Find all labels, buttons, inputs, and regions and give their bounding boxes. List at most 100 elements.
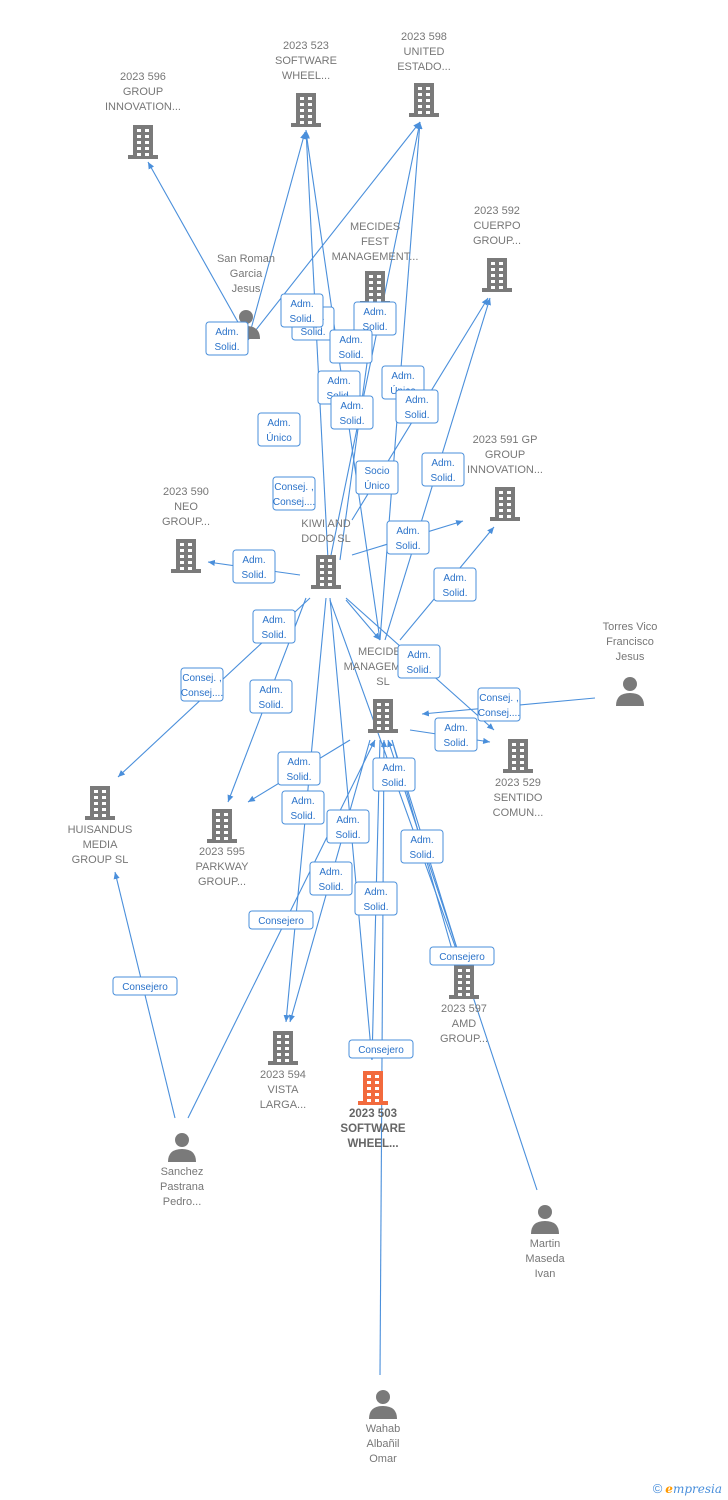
edge-tag-text: Adm.	[444, 723, 467, 734]
edge-tag[interactable]: Adm.Solid.	[372, 757, 416, 792]
edge-tag[interactable]: Adm.Solid.	[280, 293, 324, 328]
node-label-line: GROUP	[123, 86, 163, 98]
node-label-line: MECIDES	[350, 221, 400, 233]
edge-tag[interactable]: Adm.Solid.	[434, 717, 478, 752]
edge-tag-text: Único	[364, 479, 390, 492]
node-label-line: Ivan	[535, 1268, 556, 1280]
company-node-c592[interactable]: 2023 592CUERPOGROUP...	[473, 205, 521, 292]
edge-tag[interactable]: Adm.Solid.	[397, 644, 441, 679]
edge-tag[interactable]: Consejero	[429, 946, 495, 966]
node-label-line: GROUP...	[440, 1033, 488, 1045]
node-label-line: KIWI AND	[301, 518, 351, 530]
edge-tag[interactable]: Adm.Solid.	[249, 679, 293, 714]
edge-tag-text: Solid.	[300, 327, 325, 338]
company-node-c529[interactable]: 2023 529SENTIDOCOMUN...	[493, 739, 544, 819]
edge-tag[interactable]: Consejero	[348, 1039, 414, 1059]
edge-tag[interactable]: Adm.Solid.	[330, 395, 374, 430]
edge-tag-text: Solid.	[381, 778, 406, 789]
node-label-line: Albañil	[366, 1438, 399, 1450]
edge-tag[interactable]: Adm.Solid.	[232, 549, 276, 584]
edge-tag[interactable]: Adm.Solid.	[277, 751, 321, 786]
edge-tag-text: Solid.	[363, 902, 388, 913]
edge-tag[interactable]: Adm.Solid.	[205, 321, 249, 356]
edge-tag[interactable]: Adm.Solid.	[395, 389, 439, 424]
edge-tag[interactable]: Consejero	[248, 910, 314, 930]
edge-tag-text: Consejero	[122, 982, 168, 993]
edge-tag[interactable]: Adm. Único	[257, 412, 301, 447]
company-node-c590[interactable]: 2023 590NEOGROUP...	[162, 486, 210, 573]
edge-tag-text: Consejero	[358, 1045, 404, 1056]
company-node-c598[interactable]: 2023 598UNITEDESTADO...	[397, 31, 451, 117]
edge-tag-text: Adm.	[410, 835, 433, 846]
edge-tag-text: Consej. ,	[274, 482, 313, 493]
edge-tag-text: Consej. ,	[182, 673, 221, 684]
node-label-line: Omar	[369, 1453, 397, 1465]
edge-tag[interactable]: Adm.Solid.	[421, 452, 465, 487]
edge-tag[interactable]: Adm.Solid.	[309, 861, 353, 896]
brand-logo: empresia	[665, 1482, 722, 1496]
node-label-line: ESTADO...	[397, 61, 451, 73]
edge-tag[interactable]: Adm.Solid.	[281, 790, 325, 825]
edge-tag[interactable]: Consej. ,Consej....	[180, 667, 224, 702]
edge-tag-text: Solid.	[442, 588, 467, 599]
building-icon	[207, 809, 237, 843]
edge-tag[interactable]: Consej. ,Consej....	[272, 476, 316, 511]
edge-tag[interactable]: Adm. Solid.	[354, 881, 398, 916]
edge-tag-text: Consejero	[439, 952, 485, 963]
edge-tag-text: Solid.	[286, 772, 311, 783]
edge-tag-text: Solid.	[241, 570, 266, 581]
edge-tag[interactable]: Adm.Solid.	[353, 301, 397, 336]
edge-tag-text: Adm.	[391, 371, 414, 382]
node-label-line: Francisco	[606, 636, 654, 648]
company-node-c523[interactable]: 2023 523SOFTWAREWHEEL...	[275, 40, 337, 127]
edge-tag-text: Solid.	[430, 473, 455, 484]
edge-tag-text: Adm.	[319, 867, 342, 878]
edge-tag[interactable]: Adm.Solid.	[386, 520, 430, 555]
edge-tag[interactable]: Consejero	[112, 976, 178, 996]
edge-tag[interactable]: Consej. ,Consej....	[477, 687, 521, 722]
node-label-line: Pedro...	[163, 1196, 202, 1208]
company-node-c596[interactable]: 2023 596GROUPINNOVATION...	[105, 71, 181, 159]
node-label-line: VISTA	[268, 1084, 300, 1096]
edge-tag-text: Socio	[364, 466, 389, 477]
company-node-c591[interactable]: 2023 591 GPGROUPINNOVATION...	[467, 434, 543, 521]
edge-tag-text: Solid.	[395, 541, 420, 552]
node-label-line: 2023 503	[349, 1108, 397, 1120]
node-label-line: INNOVATION...	[467, 464, 543, 476]
edge-tag[interactable]: Adm.Solid.	[329, 329, 373, 364]
edge-tag-text: Adm.	[364, 887, 387, 898]
node-label-line: PARKWAY	[196, 861, 250, 873]
edge-tag-text: Adm.	[259, 685, 282, 696]
company-node-c503[interactable]: 2023 503SOFTWAREWHEEL...	[340, 1071, 406, 1150]
company-node-c597[interactable]: 2023 597AMDGROUP...	[440, 965, 488, 1045]
person-node-psanchez[interactable]: SanchezPastranaPedro...	[160, 1133, 205, 1208]
edge-tag-text: Adm.	[443, 573, 466, 584]
edge-tag[interactable]: Adm.Solid.	[326, 809, 370, 844]
node-label-line: 2023 529	[495, 777, 541, 789]
edge-tag-text: Único	[266, 431, 292, 444]
edge-tag-text: Solid.	[261, 630, 286, 641]
node-label-line: Wahab	[366, 1423, 400, 1435]
edge-tag-text: Adm.	[267, 418, 290, 429]
edge-tag-text: Solid.	[214, 342, 239, 353]
building-icon	[268, 1031, 298, 1065]
company-node-cmfest[interactable]: MECIDESFESTMANAGEMENT...	[332, 221, 419, 305]
edge-tag[interactable]: Adm.Solid.	[400, 829, 444, 864]
edge-tag-text: Solid.	[404, 410, 429, 421]
edge-tag-text: Adm.	[336, 815, 359, 826]
node-label-line: MANAGEMENT...	[332, 251, 419, 263]
node-label-line: Jesus	[232, 283, 261, 295]
footer-brand[interactable]: ©empresia	[653, 1481, 722, 1496]
edge-tag[interactable]: Adm. Solid.	[433, 567, 477, 602]
company-node-c594[interactable]: 2023 594VISTALARGA...	[260, 1031, 306, 1111]
node-label-line: Martin	[530, 1238, 561, 1250]
edge-tag[interactable]: Adm.Solid.	[252, 609, 296, 644]
company-node-c595[interactable]: 2023 595PARKWAYGROUP...	[196, 809, 250, 888]
